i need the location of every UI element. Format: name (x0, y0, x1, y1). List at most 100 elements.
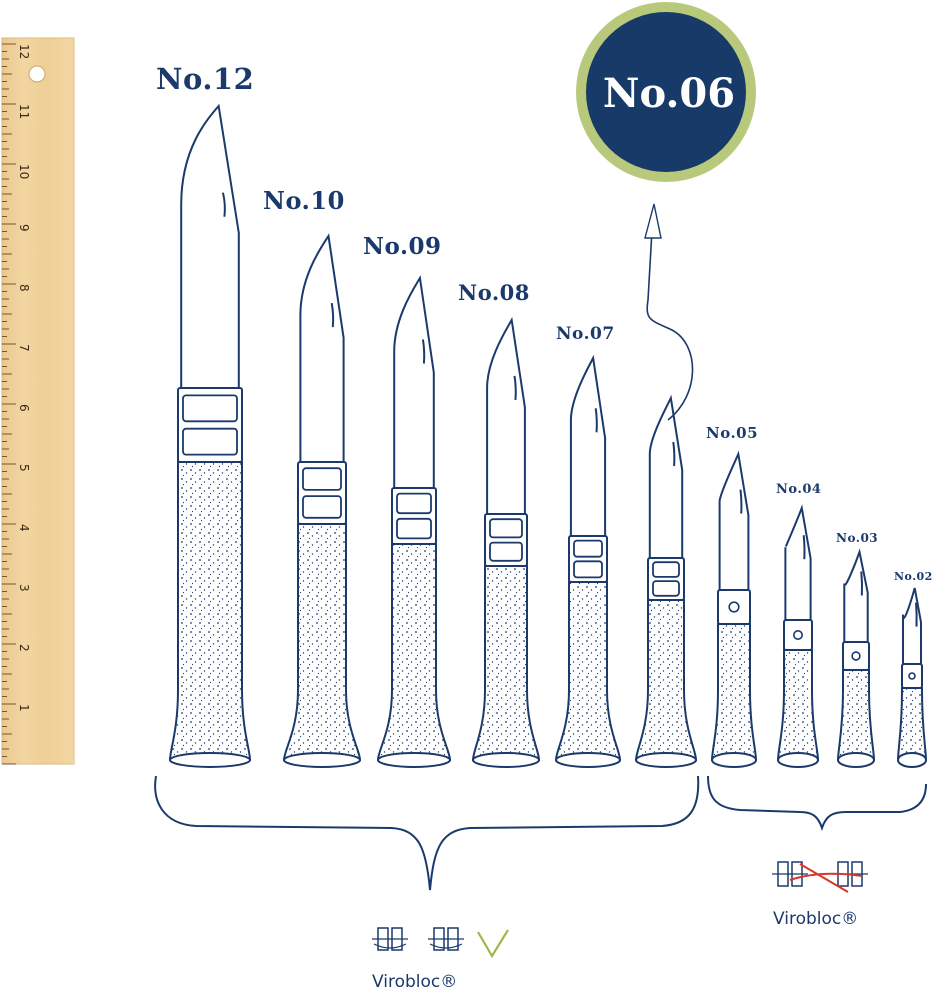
check-icon (477, 929, 509, 959)
virobloc-label-small-group: Virobloc® (773, 909, 859, 929)
ruler-number: 2 (17, 644, 31, 652)
knife-handle (836, 669, 876, 761)
knife-ring (396, 492, 432, 515)
ruler-number: 10 (17, 164, 31, 179)
knife-no10 (282, 233, 362, 768)
knife-blade (784, 504, 812, 621)
knife-label-no04: No.04 (776, 482, 822, 497)
knife-no07 (554, 354, 622, 768)
group-brace-large (154, 775, 700, 891)
knife-label-no10: No.10 (263, 186, 345, 215)
knife-no06 (634, 394, 698, 768)
knife-ring (489, 518, 523, 539)
knife-ring (489, 541, 523, 562)
badge (586, 12, 746, 172)
knife-blade (843, 548, 869, 643)
knife-nail-nick (421, 339, 426, 364)
knife-nail-nick (221, 192, 226, 217)
knife-blade (299, 233, 345, 463)
knife-base (169, 752, 251, 768)
knife-ring (652, 580, 680, 597)
knife-nail-nick (915, 602, 918, 627)
knife-ring (652, 561, 680, 578)
group-brace-small (707, 775, 927, 832)
knife-blade (393, 275, 435, 489)
knife-ring (302, 495, 342, 519)
knife-blade (718, 450, 750, 591)
knife-label-no05: No.05 (706, 424, 759, 442)
knife-base (635, 752, 697, 768)
ruler-number: 6 (17, 404, 31, 412)
ruler-number: 4 (17, 524, 31, 532)
knife-no12 (168, 103, 252, 768)
knife-handle (710, 623, 758, 761)
highlight-label: No.06 (602, 70, 736, 117)
knife-label-no09: No.09 (363, 233, 442, 260)
knife-no03 (836, 548, 876, 768)
knife-base (711, 752, 757, 768)
cross-icon (789, 863, 863, 893)
knife-ring (182, 394, 238, 423)
knives (168, 103, 928, 768)
knife-nail-nick (739, 489, 743, 514)
knife-rivet (728, 601, 740, 613)
knife-label-no07: No.07 (556, 324, 615, 344)
pointer-arrow (646, 229, 694, 421)
knife-handle (376, 543, 452, 761)
knife-no05 (710, 450, 758, 768)
knife-blade (648, 394, 684, 559)
knife-base (472, 752, 540, 768)
knife-base (837, 752, 875, 768)
knife-rivet (908, 672, 916, 680)
knife-no08 (471, 316, 541, 768)
virobloc-lock-icons (372, 927, 509, 959)
ruler-hole (28, 65, 46, 83)
knife-no02 (896, 587, 928, 768)
ruler-number: 8 (17, 284, 31, 292)
knife-label-no03: No.03 (836, 531, 879, 545)
arrow-head (644, 203, 662, 239)
knife-handle (776, 649, 820, 761)
knife-nail-nick (802, 535, 806, 560)
knife-ring (302, 467, 342, 491)
ruler-number: 11 (17, 104, 31, 119)
knife-handle (282, 523, 362, 761)
knife-ring (573, 560, 603, 579)
knife-blade (486, 316, 526, 515)
knife-handle (168, 461, 252, 761)
knife-ring (396, 517, 432, 540)
knife-base (777, 752, 819, 768)
knife-handle (471, 565, 541, 761)
ruler-number: 7 (17, 344, 31, 352)
knife-nail-nick (672, 441, 676, 467)
ruler-number: 3 (17, 584, 31, 592)
knife-nail-nick (860, 571, 864, 596)
knife-handle (634, 599, 698, 761)
knife-ring (182, 427, 238, 456)
knife-base (283, 752, 361, 768)
knife-label-no12: No.12 (156, 62, 255, 96)
knife-no04 (776, 504, 820, 768)
knife-nail-nick (513, 375, 517, 400)
virobloc-crossed-icons (772, 861, 868, 893)
knife-handle (554, 581, 622, 761)
knife-blade (902, 587, 922, 665)
virobloc-label-large-group: Virobloc® (372, 972, 458, 992)
ruler-number: 5 (17, 464, 31, 472)
ruler-number: 12 (17, 44, 31, 59)
knife-handle (896, 687, 928, 761)
knife-nail-nick (594, 408, 598, 433)
knife-label-no08: No.08 (458, 280, 530, 305)
knife-rivet (851, 651, 861, 661)
knife-base (377, 752, 451, 768)
knife-blade (569, 354, 607, 537)
knife-base (897, 752, 927, 768)
ruler-number: 9 (17, 224, 31, 232)
knife-blade (180, 103, 240, 389)
knife-no09 (376, 275, 452, 768)
knife-ring (573, 539, 603, 558)
